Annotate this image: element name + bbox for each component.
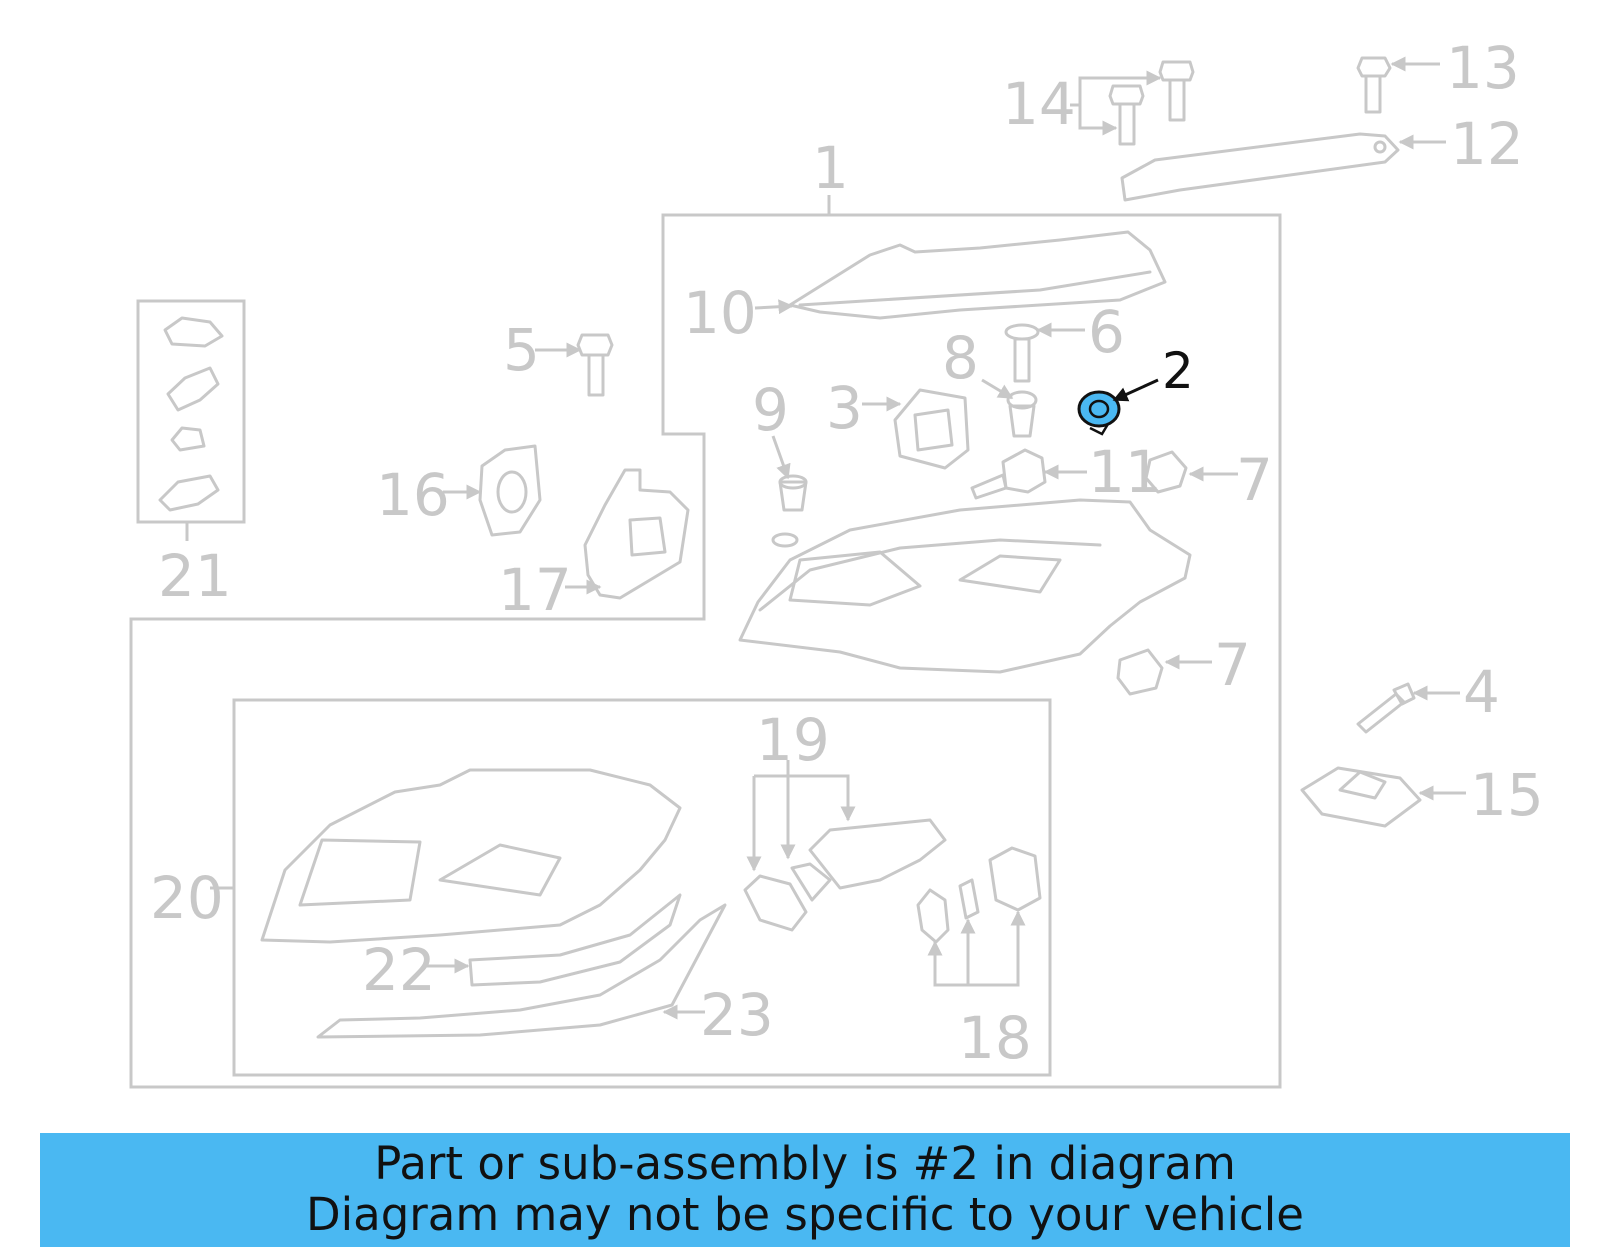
callout-5: 5 — [503, 316, 540, 384]
trim-strip-part — [788, 230, 1167, 320]
sub-assembly-21-frame — [136, 299, 246, 524]
leader-8 — [981, 378, 1014, 400]
callout-11: 11 — [1088, 438, 1162, 506]
banner-line-1: Part or sub-assembly is #2 in diagram — [374, 1137, 1236, 1190]
bolt-13-part — [1356, 56, 1392, 114]
callout-20: 20 — [150, 864, 224, 932]
bolt-5-part — [576, 333, 614, 397]
bezel-19-part — [743, 818, 947, 932]
bolt-4-part — [1356, 682, 1416, 734]
assembly-frame-outline — [129, 213, 1282, 1089]
callout-14: 14 — [1002, 70, 1076, 138]
housing-17-part — [583, 468, 690, 600]
callout-19: 19 — [756, 706, 830, 774]
headlamp-20-part — [260, 768, 682, 944]
leader-10 — [754, 299, 794, 315]
leader-14b — [1078, 105, 1118, 136]
leader-19c — [754, 774, 856, 822]
callout-2: 2 — [1162, 342, 1194, 400]
headlamp-assembly-part — [738, 498, 1192, 674]
leader-18c — [985, 910, 1026, 987]
callout-1: 1 — [812, 134, 849, 202]
parts-diagram: 1 3 4 5 6 7 7 8 9 10 11 12 13 14 15 16 1… — [129, 34, 1544, 1089]
grommet-7a-part — [1144, 450, 1188, 494]
socket-16-part — [478, 444, 542, 537]
callout-6: 6 — [1088, 298, 1125, 366]
callout-9: 9 — [752, 376, 789, 444]
callout-22: 22 — [362, 936, 436, 1004]
callout-3: 3 — [826, 374, 863, 442]
bolt-6-part — [1004, 323, 1040, 383]
callout-16: 16 — [376, 461, 450, 529]
callout-7b: 7 — [1214, 631, 1251, 699]
bolt-14b-part — [1108, 84, 1145, 146]
bracket-bar-hole — [1373, 140, 1387, 154]
bracket-bar-part — [1120, 132, 1400, 202]
callout-21: 21 — [158, 542, 232, 610]
callout-17: 17 — [498, 556, 572, 624]
grommet-7b-part — [1116, 648, 1164, 696]
callout-12: 12 — [1450, 110, 1524, 178]
callout-13: 13 — [1446, 34, 1520, 102]
leader-2 — [1112, 378, 1159, 402]
highlighted-part-2 — [1077, 390, 1121, 436]
banner-line-2: Diagram may not be specific to your vehi… — [306, 1188, 1304, 1241]
lens-strip-22-part — [468, 893, 682, 987]
leader-9 — [771, 435, 791, 480]
clip-9-part — [778, 474, 808, 512]
ballast-15-part — [1300, 766, 1422, 828]
bulb-11-part — [970, 448, 1047, 500]
clip-kit-21-parts — [158, 316, 224, 512]
info-banner: Part or sub-assembly is #2 in diagram Di… — [40, 1133, 1570, 1247]
trim-strip-inner — [798, 270, 1152, 307]
trim-strip-23-part — [316, 903, 727, 1039]
callout-18: 18 — [958, 1004, 1032, 1072]
clip-8-part — [1006, 390, 1038, 438]
module-3-part — [893, 388, 970, 470]
callout-4: 4 — [1463, 658, 1500, 726]
bolt-14a-part — [1158, 60, 1195, 122]
callout-23: 23 — [700, 981, 774, 1049]
callout-10: 10 — [683, 279, 757, 347]
callout-7a: 7 — [1236, 446, 1273, 514]
callout-8: 8 — [942, 324, 979, 392]
callout-15: 15 — [1470, 761, 1544, 829]
leader-14 — [1070, 70, 1162, 107]
seals-18-part — [916, 846, 1042, 944]
leader-18 — [927, 940, 985, 987]
